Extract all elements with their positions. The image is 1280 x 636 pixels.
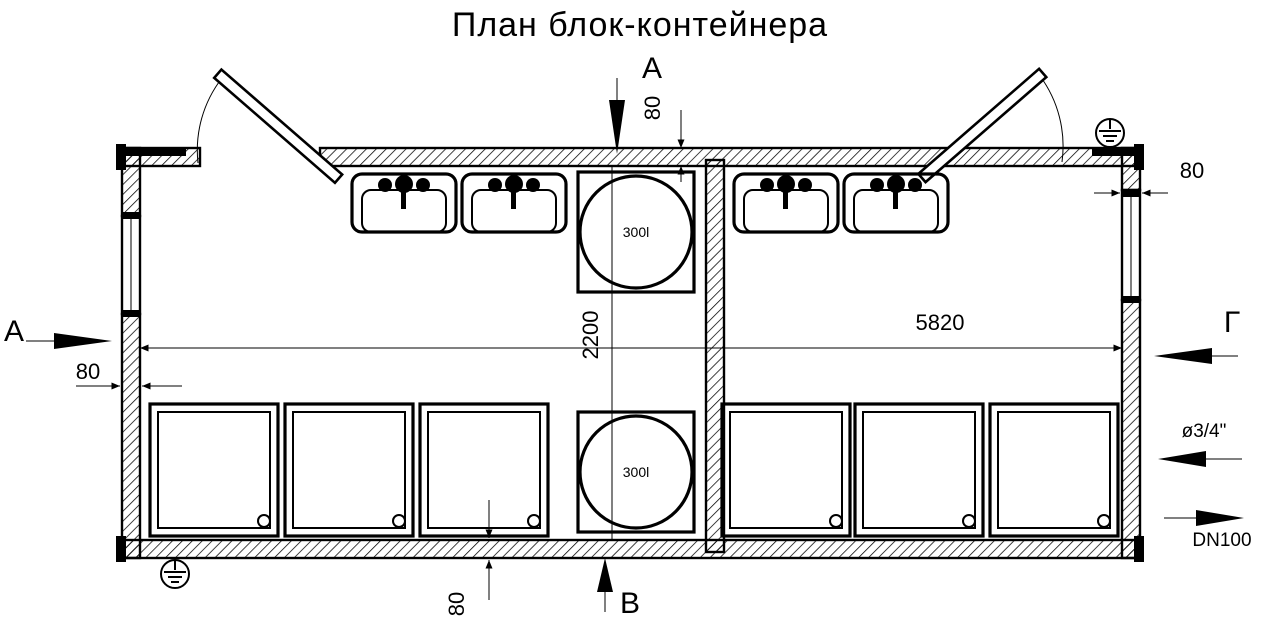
sink-2	[460, 172, 568, 234]
shower-4	[720, 402, 852, 538]
door-right	[916, 67, 1064, 184]
dimension-wall-bottom-value: 80	[444, 592, 469, 616]
dimension-wall-bottom: 80	[444, 500, 493, 616]
section-marker-v-bottom: В	[597, 558, 640, 620]
annotation-water-inlet: ø3/4"	[1158, 421, 1242, 467]
page-title: План блок-контейнера	[452, 6, 828, 44]
annotation-drain-outlet: DN100	[1164, 510, 1252, 551]
shower-1	[148, 402, 280, 538]
sink-4	[842, 172, 950, 234]
partition-wall-center	[704, 158, 726, 554]
shower-3	[418, 402, 550, 538]
shower-5	[853, 402, 985, 538]
dimension-wall-left-value: 80	[76, 359, 100, 384]
dimension-overall-depth-value: 2200	[578, 311, 603, 360]
wall-jambs	[116, 144, 1144, 562]
ground-symbol-bottom-left	[160, 559, 190, 589]
dimension-overall-depth: 2200	[578, 166, 613, 540]
wall-left	[120, 146, 142, 560]
tank-lower-capacity: 300l	[623, 464, 649, 480]
section-marker-a-left: A	[4, 315, 112, 349]
dimension-wall-left: 80	[76, 359, 182, 390]
annotation-water-inlet-label: ø3/4"	[1182, 421, 1227, 442]
dimension-wall-top-value: 80	[640, 96, 665, 120]
annotation-drain-outlet-label: DN100	[1192, 530, 1251, 551]
wall-top	[118, 146, 1142, 168]
tank-lower: 300l	[576, 410, 696, 534]
shower-2	[283, 402, 415, 538]
sink-1	[350, 172, 458, 234]
tank-upper: 300l	[576, 170, 696, 294]
section-marker-a-top: A	[609, 52, 662, 154]
section-marker-v-bottom-label: В	[620, 587, 640, 620]
shower-6	[988, 402, 1120, 538]
dimension-overall-width-value: 5820	[916, 310, 965, 335]
ground-symbol-top-right	[1095, 118, 1125, 148]
door-left	[196, 67, 344, 185]
dimension-wall-right-value: 80	[1180, 158, 1204, 183]
dimension-wall-right: 80	[1094, 158, 1204, 197]
dimension-wall-top: 80	[640, 96, 685, 182]
section-marker-g-right-label: Г	[1224, 306, 1240, 339]
section-marker-g-right: Г	[1154, 306, 1240, 364]
wall-right	[1120, 146, 1142, 560]
section-marker-a-left-label: A	[4, 315, 24, 348]
wall-bottom	[118, 538, 1142, 560]
dimension-overall-width: 5820	[140, 310, 1122, 352]
sink-3	[732, 172, 840, 234]
tank-upper-capacity: 300l	[623, 224, 649, 240]
section-marker-a-top-label: A	[642, 52, 662, 85]
